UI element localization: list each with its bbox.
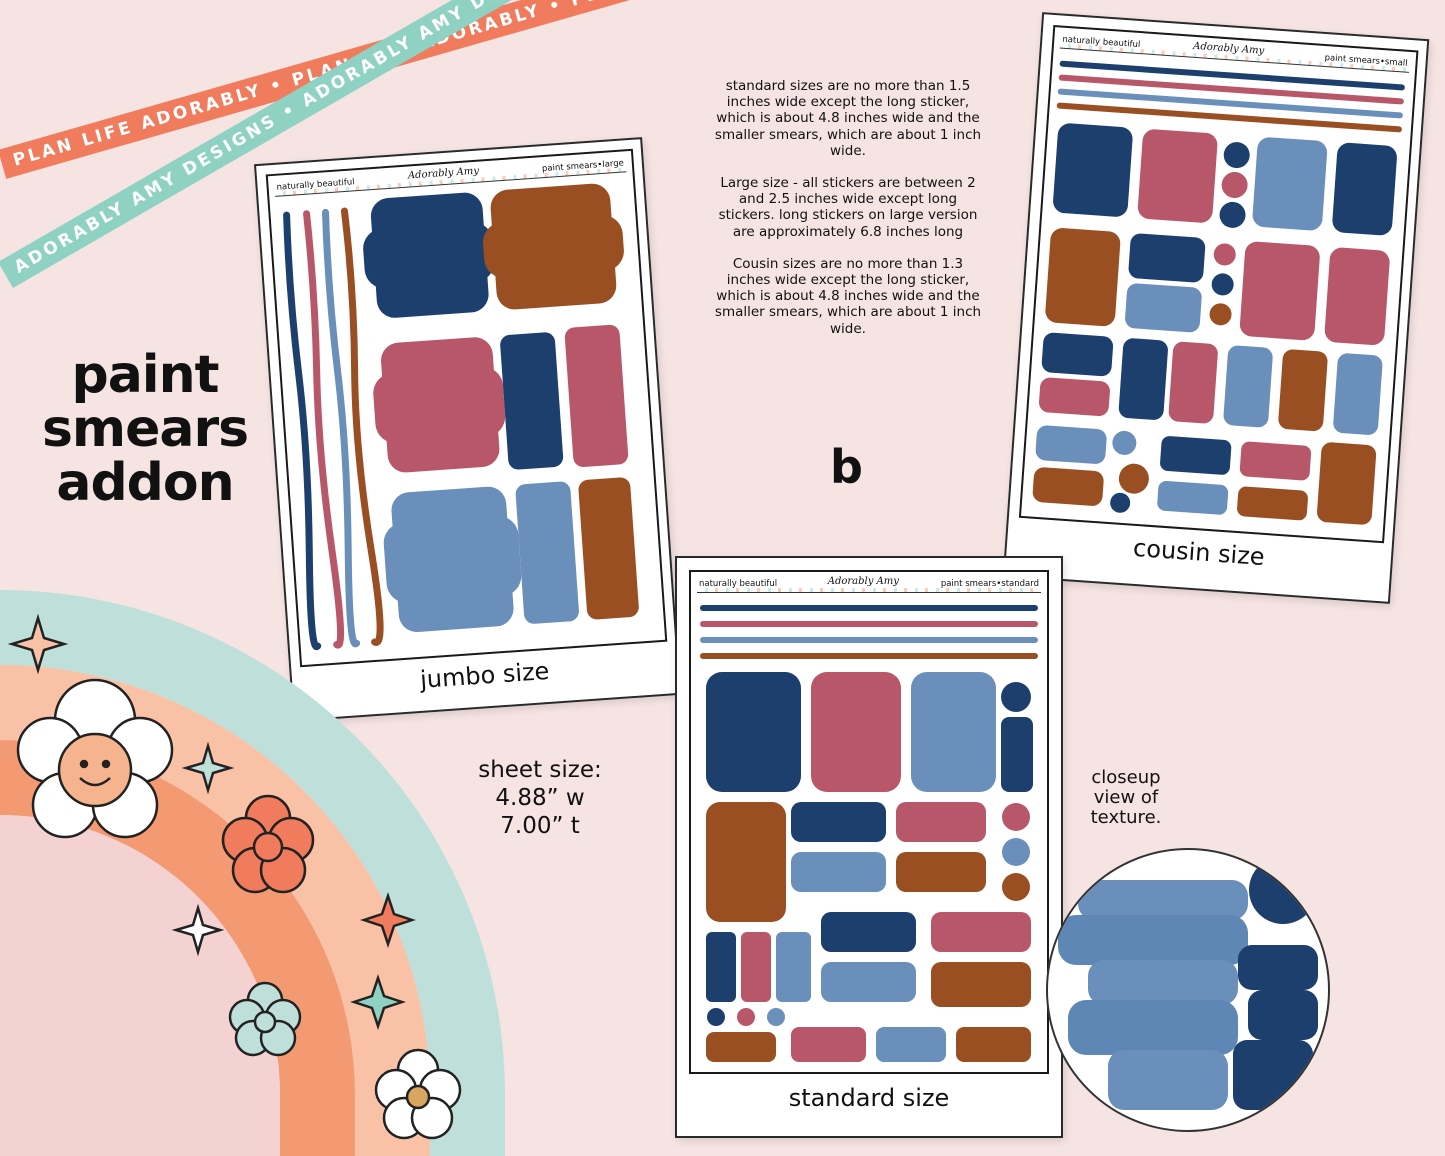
large-size-note: Large size - all stickers are between 2 … xyxy=(718,175,978,240)
jumbo-sticker-sheet: naturally beautiful Adorably Amy paint s… xyxy=(265,148,668,668)
sheet-size-info: sheet size: 4.88” w 7.00” t xyxy=(460,756,620,840)
jumbo-paint-smears xyxy=(283,183,639,651)
jumbo-sheet-card: naturally beautiful Adorably Amy paint s… xyxy=(253,137,682,722)
sheet-size-heading: sheet size: xyxy=(478,757,602,783)
closeup-line-3: texture. xyxy=(1090,807,1162,828)
sheet-width: 4.88” w xyxy=(495,785,585,811)
cousin-sheet-card: naturally beautiful Adorably Amy paint s… xyxy=(1002,12,1430,604)
page-title: paint smears addon xyxy=(30,348,260,510)
sparkle-icon xyxy=(181,741,235,795)
mint-flower-icon xyxy=(228,981,302,1057)
sheet-header-product: paint smears•standard xyxy=(940,579,1039,589)
sparkle-icon xyxy=(360,892,416,948)
closeup-label: closeup view of texture. xyxy=(1078,768,1174,828)
rainbow-pink-arc xyxy=(0,815,280,1156)
sparkle-icon xyxy=(171,903,225,957)
size-info-text: standard sizes are no more than 1.5 inch… xyxy=(712,78,984,353)
sheet-height: 7.00” t xyxy=(500,813,580,839)
cousin-size-note: Cousin sizes are no more than 1.3 inches… xyxy=(714,255,982,337)
texture-closeup-circle xyxy=(1046,848,1330,1132)
cousin-sticker-sheet: naturally beautiful Adorably Amy paint s… xyxy=(1018,24,1419,544)
standard-sticker-sheet: naturally beautiful Adorably Amy paint s… xyxy=(689,570,1049,1074)
white-flower-icon xyxy=(374,1048,462,1140)
sparkle-icon xyxy=(7,613,69,675)
standard-sheet-card: naturally beautiful Adorably Amy paint s… xyxy=(675,556,1063,1138)
texture-closeup-image xyxy=(1058,856,1318,1110)
rainbow-illustration xyxy=(0,590,505,1156)
sheet-header: naturally beautiful Adorably Amy paint s… xyxy=(697,576,1041,593)
closeup-line-1: closeup xyxy=(1091,767,1161,788)
corner-letter: b xyxy=(830,440,863,494)
title-line-1: paint xyxy=(71,345,219,405)
closeup-line-2: view of xyxy=(1093,787,1159,808)
title-line-3: addon xyxy=(56,453,234,513)
standard-paint-smears xyxy=(700,605,1038,1062)
orange-flower-icon xyxy=(221,794,315,894)
standard-size-label: standard size xyxy=(788,1084,950,1112)
standard-size-note: standard sizes are no more than 1.5 inch… xyxy=(714,78,982,159)
sheet-header-collection: naturally beautiful xyxy=(699,579,778,589)
sparkle-icon xyxy=(350,974,406,1030)
rainbow-orange-arc xyxy=(0,740,355,1156)
smiley-flower-icon xyxy=(16,678,174,839)
cousin-paint-smears xyxy=(1032,60,1405,525)
title-line-2: smears xyxy=(41,399,249,459)
brand-logo: Adorably Amy xyxy=(827,576,899,587)
